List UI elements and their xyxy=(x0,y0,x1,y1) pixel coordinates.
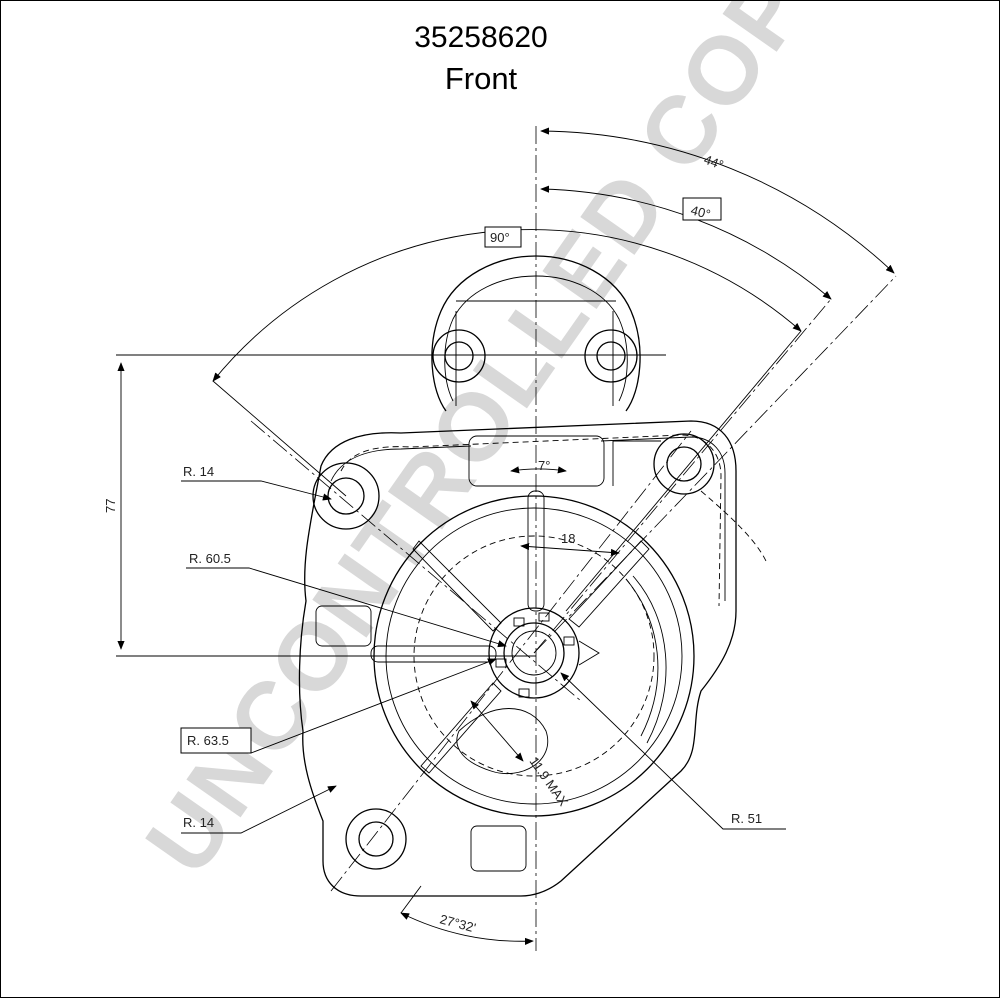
dim-40-label: 40° xyxy=(689,202,712,222)
hub-tooth-5 xyxy=(518,688,530,698)
dim-27-label: 27°32' xyxy=(438,911,477,935)
rib-upper-right xyxy=(568,540,650,628)
rib-upper-left xyxy=(412,540,502,632)
pocket-right-edge xyxy=(612,440,661,486)
mount-boss-top-left xyxy=(312,462,380,530)
dim-18-label: 18 xyxy=(561,531,575,546)
dim-11-9-line xyxy=(470,700,524,762)
pocket-top xyxy=(468,435,605,487)
flange-inner-outline xyxy=(330,436,726,601)
box-r63-5 xyxy=(180,727,252,754)
housing-circle-outer xyxy=(373,495,695,817)
inner-slot-arc-2 xyxy=(632,575,667,744)
dim-44-label: 44° xyxy=(702,152,726,173)
leader-r63-5 xyxy=(250,658,497,754)
dim-18-line xyxy=(520,542,620,557)
dim-27-ext xyxy=(400,885,422,914)
dim-7-label: 7° xyxy=(538,458,550,473)
hub-tooth-2 xyxy=(513,617,525,627)
mount-boss-top-right xyxy=(653,433,715,495)
cap-bolt-hole-right-outer xyxy=(584,329,638,383)
part-number: 35258620 xyxy=(414,21,548,54)
cap-bolt-hole-right xyxy=(596,341,626,371)
housing-circle-inner xyxy=(385,507,683,805)
view-name: Front xyxy=(444,61,518,96)
hub-tooth-4 xyxy=(563,636,575,646)
r51-label: R. 51 xyxy=(731,811,762,826)
pocket-left xyxy=(315,605,372,647)
pitch-circle xyxy=(413,535,655,777)
hub-tooth-3 xyxy=(538,612,550,622)
dim-44-arc xyxy=(540,127,895,274)
r60-5-label: R. 60.5 xyxy=(189,551,231,566)
leader-r51 xyxy=(560,672,786,830)
hub-inner xyxy=(503,622,565,684)
leader-r14-bottom xyxy=(181,785,337,834)
r63-5-label: R. 63.5 xyxy=(187,733,229,748)
rib-left xyxy=(370,645,497,663)
rib-lower-left xyxy=(420,682,502,774)
hidden-arc-right xyxy=(700,490,767,562)
mount-boss-bottom xyxy=(345,808,407,870)
dim-77-label: 77 xyxy=(103,499,118,513)
mount-hole-top-right xyxy=(666,446,702,482)
dim-27-arc xyxy=(400,912,534,945)
dim-11-9-label: 11.9 MAX xyxy=(527,754,572,809)
leader-r14-top xyxy=(181,480,332,501)
inner-slot-arc xyxy=(625,578,659,737)
dim-7-arc xyxy=(510,466,567,474)
flange-outline xyxy=(298,420,737,897)
pocket-bottom xyxy=(470,825,527,872)
ext-line-right xyxy=(565,330,802,612)
box-40 xyxy=(682,197,722,221)
hub-key xyxy=(578,640,600,666)
r14-top-label: R. 14 xyxy=(183,464,214,479)
mount-hole-bottom xyxy=(358,821,394,857)
r14-bottom-label: R. 14 xyxy=(183,815,214,830)
box-90 xyxy=(484,226,522,248)
hub-outer xyxy=(488,607,580,699)
centerline-diag-top-left xyxy=(250,420,582,702)
dim-90-label: 90° xyxy=(490,230,510,245)
centerline-diag-44 xyxy=(533,275,897,654)
ext-line-90 xyxy=(212,380,347,497)
flange-hidden-outline xyxy=(340,434,722,607)
leader-r60-5 xyxy=(186,567,507,648)
centerline-diag-bottom xyxy=(330,430,692,892)
watermark-text: UNCONTROLLED COPY xyxy=(126,1,866,893)
